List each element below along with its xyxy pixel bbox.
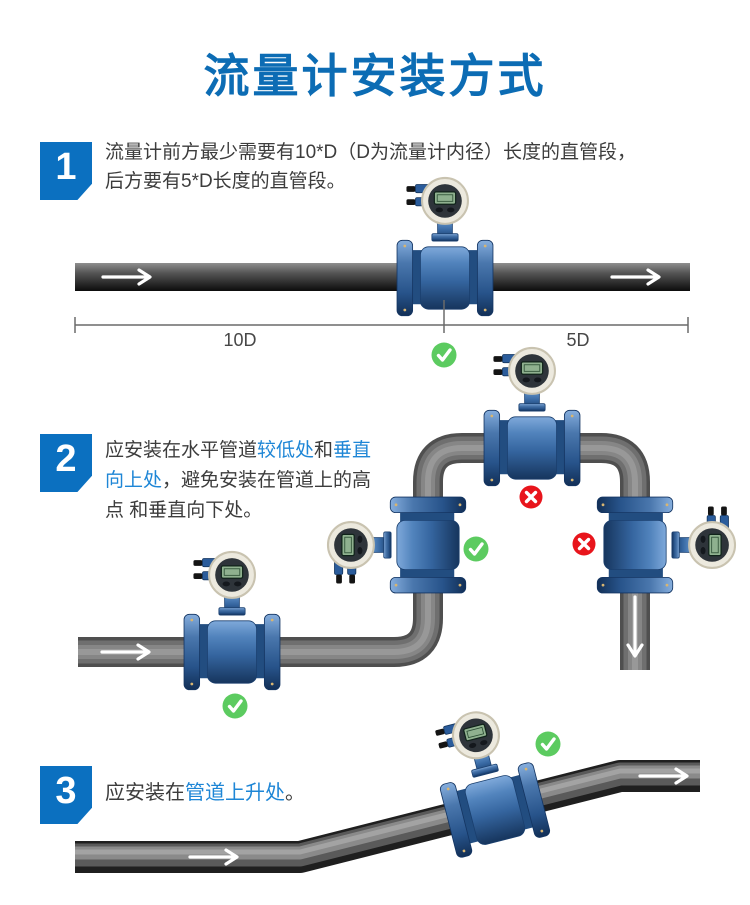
- s1-text-line1: 流量计前方最少需要有10*D（D为流量计内径）长度的直管段，: [105, 142, 636, 163]
- s2-run: 点 和垂直向下处。: [105, 500, 263, 521]
- check-icon: [220, 691, 250, 721]
- dim-label-10d: 10D: [223, 330, 256, 350]
- section-1-diagram: 10D 5D: [74, 176, 690, 370]
- cross-icon: [570, 530, 598, 558]
- s2-run-highlight: 向上处: [105, 470, 163, 491]
- s2-run: 和: [314, 440, 334, 461]
- section-2-number: 2: [55, 438, 77, 480]
- s3-run-highlight: 管道上升处: [185, 782, 285, 804]
- s2-run-highlight: 较低处: [257, 440, 315, 461]
- section-2-badge: 2: [40, 434, 92, 492]
- section-3-text: 应安装在管道上升处。: [105, 779, 305, 808]
- flow-meter-vertical-down: [596, 496, 737, 594]
- dim-label-5d: 5D: [566, 330, 589, 350]
- s2-run: ，避免安装在管道上的高: [162, 470, 372, 491]
- section-3-number: 3: [55, 770, 77, 812]
- dimension-line: [74, 300, 689, 333]
- check-icon: [429, 340, 459, 370]
- flow-meter: [396, 176, 494, 317]
- section-2-diagram: [78, 346, 737, 721]
- s1-text-line2: 后方要有5*D长度的直管段。: [105, 171, 346, 192]
- s2-run: 应安装在水平管道: [105, 440, 258, 461]
- flow-meter-rising-section: [422, 705, 552, 860]
- section-1-badge: 1: [40, 142, 92, 200]
- check-icon: [533, 729, 563, 759]
- page-title: 流量计安装方式: [203, 50, 547, 102]
- flow-arrow: [100, 595, 644, 661]
- flow-meter-low-point: [183, 550, 281, 691]
- cross-icon: [517, 483, 545, 511]
- s2-run-highlight: 垂直: [333, 440, 372, 461]
- section-2-text: 应安装在水平管道较低处和垂直 向上处，避免安装在管道上的高 点 和垂直向下处。: [105, 436, 385, 526]
- flow-arrow: [101, 268, 661, 286]
- section-1-text: 流量计前方最少需要有10*D（D为流量计内径）长度的直管段， 后方要有5*D长度…: [105, 138, 665, 196]
- s3-run: 。: [285, 782, 305, 804]
- flow-meter-high-point: [483, 346, 581, 487]
- section-1-number: 1: [55, 146, 77, 188]
- pipe-horizontal: [75, 263, 690, 291]
- section-3-badge: 3: [40, 766, 92, 824]
- check-icon: [461, 534, 491, 564]
- s3-run: 应安装在: [105, 782, 185, 804]
